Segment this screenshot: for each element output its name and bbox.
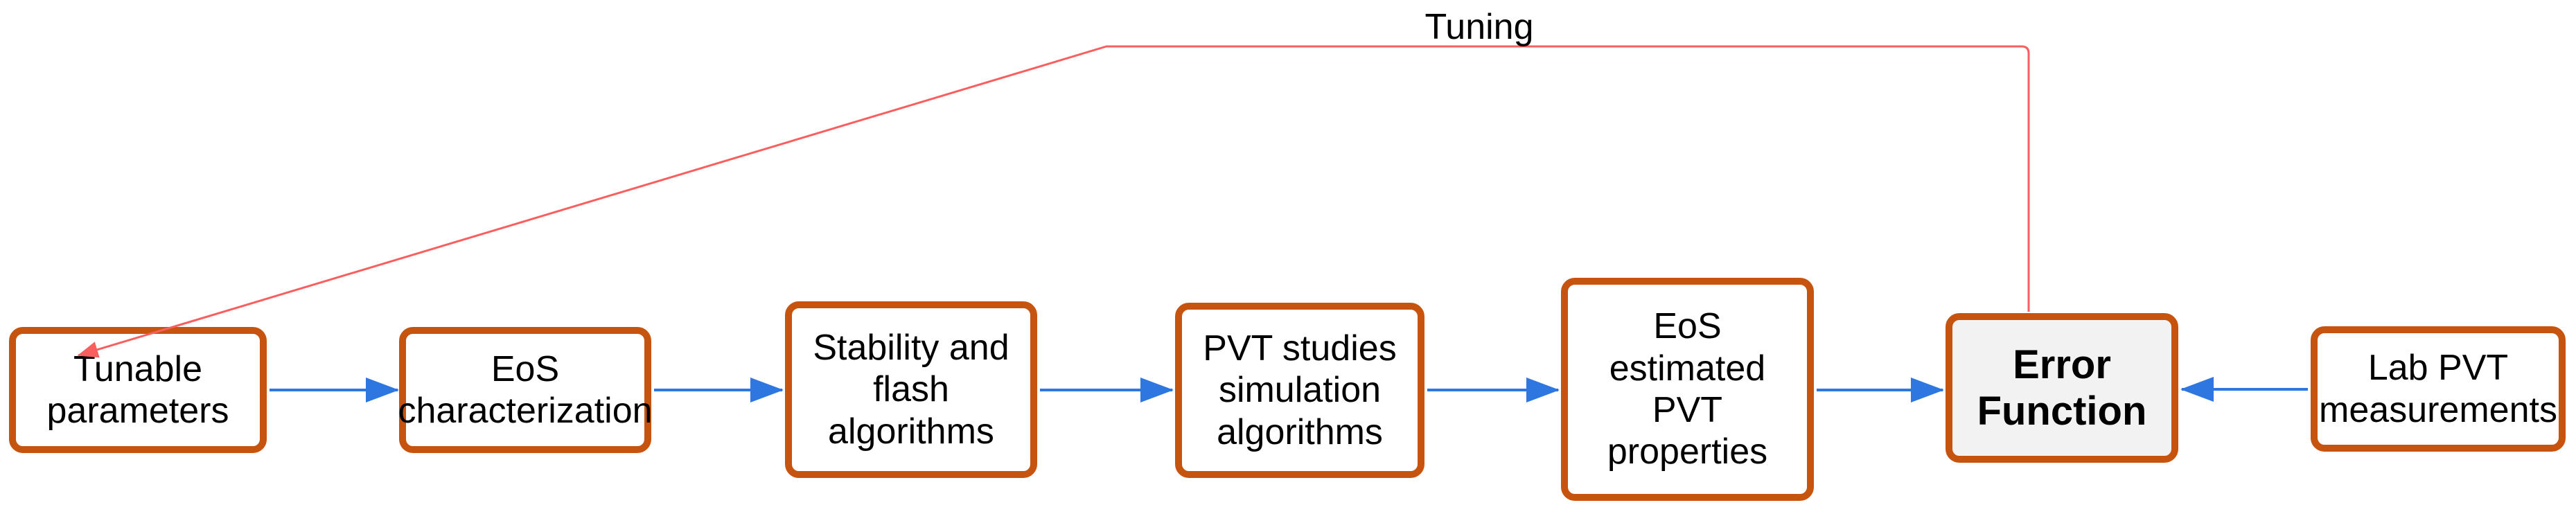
node-stability-flash-algorithms: Stability and flash algorithms	[785, 301, 1037, 478]
node-label: PVT studies simulation algorithms	[1203, 328, 1397, 452]
node-eos-characterization: EoS characterization	[398, 327, 653, 453]
tuning-label: Tuning	[1424, 7, 1534, 47]
node-label: EoS estimated PVT properties	[1607, 306, 1768, 472]
node-label: Error Function	[1977, 342, 2147, 434]
node-tunable-parameters: Tunable parameters	[9, 327, 267, 453]
node-label: Tunable parameters	[46, 348, 229, 431]
node-label: Stability and flash algorithms	[813, 328, 1009, 452]
node-pvt-studies-simulation-algorithms: PVT studies simulation algorithms	[1175, 303, 1424, 478]
node-lab-pvt-measurements: Lab PVT measurements	[2311, 326, 2566, 452]
node-eos-estimated-pvt-properties: EoS estimated PVT properties	[1561, 278, 1814, 501]
node-error-function: Error Function	[1946, 313, 2178, 463]
node-label: EoS characterization	[398, 348, 653, 431]
node-label: Lab PVT measurements	[2319, 348, 2557, 430]
